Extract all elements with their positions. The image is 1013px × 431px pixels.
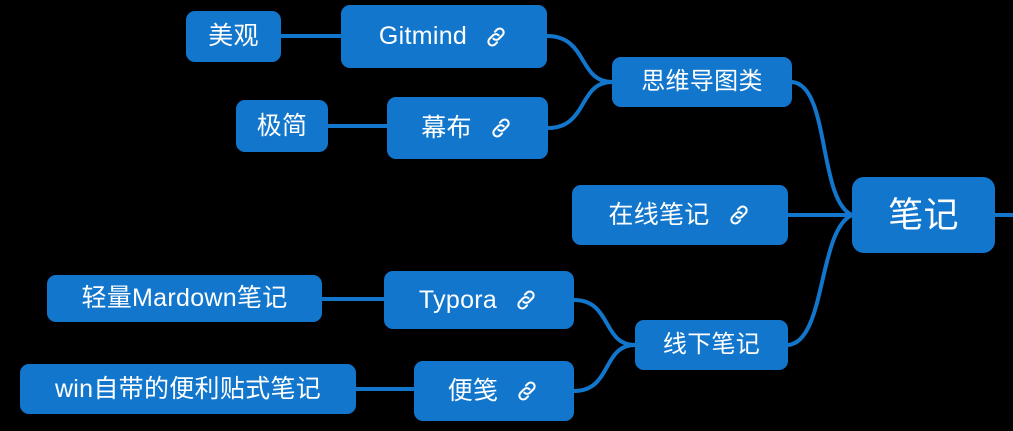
link-icon[interactable] — [726, 202, 752, 228]
edge-biannote-to-offline — [572, 343, 637, 393]
mindmap-node-root[interactable]: 笔记 — [852, 177, 995, 253]
node-label: win自带的便利贴式笔记 — [54, 374, 322, 403]
node-label: 线下笔记 — [662, 331, 761, 358]
edge-typora-to-offline — [572, 298, 637, 347]
node-label: 笔记 — [888, 195, 959, 235]
mindmap-node-mubu[interactable]: 幕布 — [387, 97, 548, 159]
link-icon[interactable] — [513, 287, 539, 313]
edge-mindmap-to-root — [790, 80, 854, 217]
node-label: Gitmind — [378, 22, 468, 50]
node-label: 幕布 — [421, 113, 472, 142]
mindmap-node-mindmap[interactable]: 思维导图类 — [612, 57, 792, 107]
node-label: 轻量Mardown笔记 — [81, 284, 288, 312]
node-label: 便笺 — [447, 376, 499, 405]
edge-gitmind-to-mindmap — [545, 34, 614, 84]
edge-mubu-to-mindmap — [546, 80, 614, 130]
link-icon[interactable] — [488, 115, 514, 141]
edge-offline-to-root — [786, 213, 854, 347]
node-label: 思维导图类 — [641, 68, 763, 95]
node-label: 美观 — [208, 22, 259, 50]
mindmap-node-offline[interactable]: 线下笔记 — [635, 320, 788, 370]
link-icon[interactable] — [483, 24, 509, 50]
mindmap-node-winsticky[interactable]: win自带的便利贴式笔记 — [20, 364, 356, 414]
node-label: 极简 — [256, 111, 308, 140]
mindmap-node-gitmind[interactable]: Gitmind — [341, 5, 547, 68]
mindmap-node-online[interactable]: 在线笔记 — [572, 185, 788, 245]
mindmap-node-meiguan[interactable]: 美观 — [186, 11, 281, 62]
mindmap-node-typora[interactable]: Typora — [384, 271, 574, 329]
mindmap-node-markdown[interactable]: 轻量Mardown笔记 — [47, 275, 322, 322]
node-label: Typora — [418, 285, 498, 314]
node-label: 在线笔记 — [608, 200, 710, 229]
mindmap-node-biannote[interactable]: 便笺 — [414, 361, 574, 421]
link-icon[interactable] — [514, 378, 540, 404]
mindmap-node-jijian[interactable]: 极简 — [236, 100, 328, 152]
